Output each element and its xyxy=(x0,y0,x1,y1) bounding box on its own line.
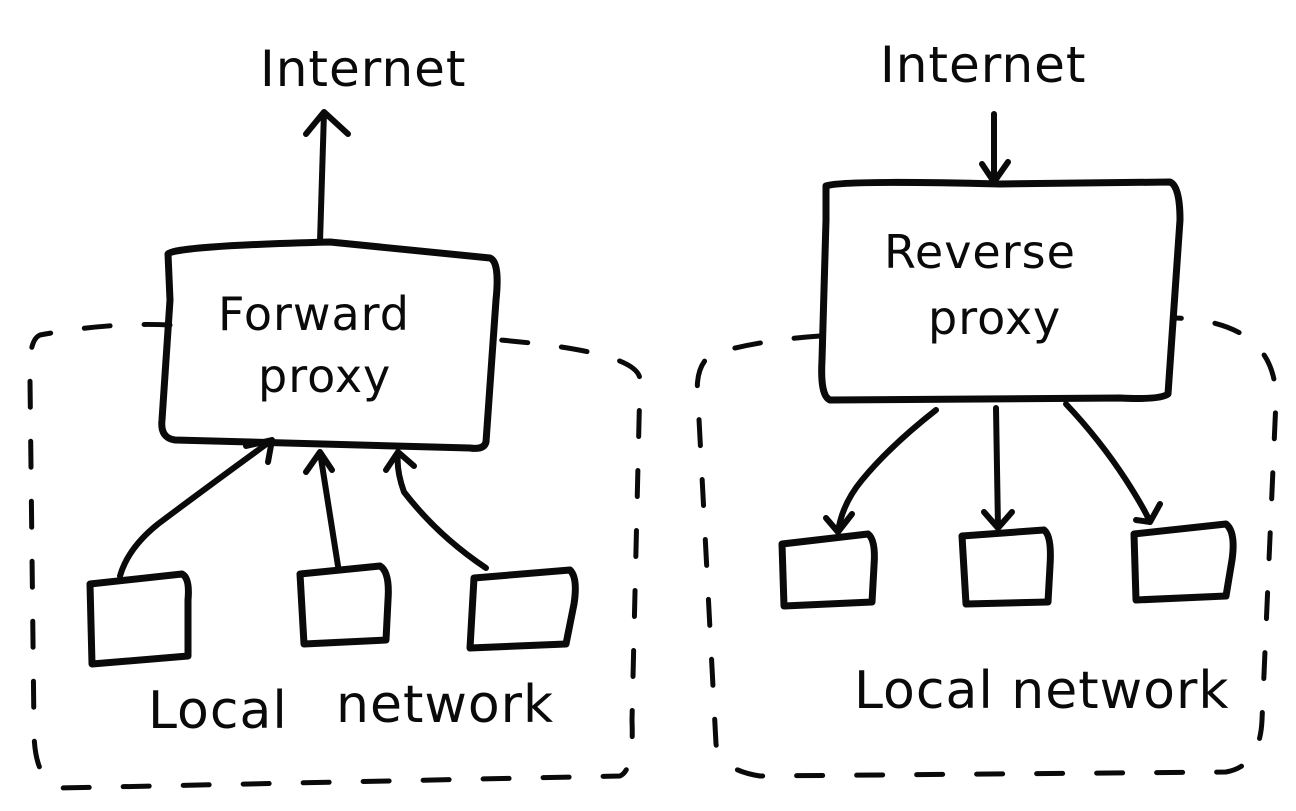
reverse-proxy-label-line2: proxy xyxy=(928,291,1061,345)
forward-local-label-word2: network xyxy=(336,675,554,735)
forward-to-internet-arrow xyxy=(303,109,351,245)
reverse-server1-arrow xyxy=(823,407,939,535)
forward-local-label-word1: Local xyxy=(148,681,288,741)
reverse-local-label: Local network xyxy=(854,661,1229,721)
forward-internet-label: Internet xyxy=(260,40,467,98)
forward-client-box-1 xyxy=(86,570,192,668)
forward-proxy-label-line2: proxy xyxy=(258,349,391,403)
forward-client3-arrow xyxy=(383,449,489,571)
forward-client1-arrow xyxy=(117,437,275,579)
reverse-server3-arrow xyxy=(1063,401,1163,525)
internet-to-reverse-arrow xyxy=(979,111,1011,185)
reverse-proxy-box xyxy=(818,178,1184,404)
reverse-local-network-boundary xyxy=(694,315,1279,779)
forward-proxy-label-line1: Forward xyxy=(218,287,410,341)
reverse-server-box-3 xyxy=(1130,520,1237,604)
forward-client-box-3 xyxy=(466,566,579,652)
forward-local-network-boundary xyxy=(27,321,643,791)
reverse-server-box-1 xyxy=(778,530,878,610)
forward-proxy-section: Internet Forward proxy Local network xyxy=(27,40,643,791)
reverse-proxy-section: Internet Reverse proxy Local network xyxy=(694,36,1279,779)
forward-proxy-box xyxy=(158,238,501,452)
forward-client2-arrow xyxy=(303,449,341,569)
reverse-server2-arrow xyxy=(981,405,1015,531)
forward-client-box-2 xyxy=(296,562,392,648)
reverse-server-box-2 xyxy=(958,526,1054,608)
reverse-internet-label: Internet xyxy=(880,36,1087,94)
reverse-proxy-label-line1: Reverse xyxy=(884,225,1076,279)
